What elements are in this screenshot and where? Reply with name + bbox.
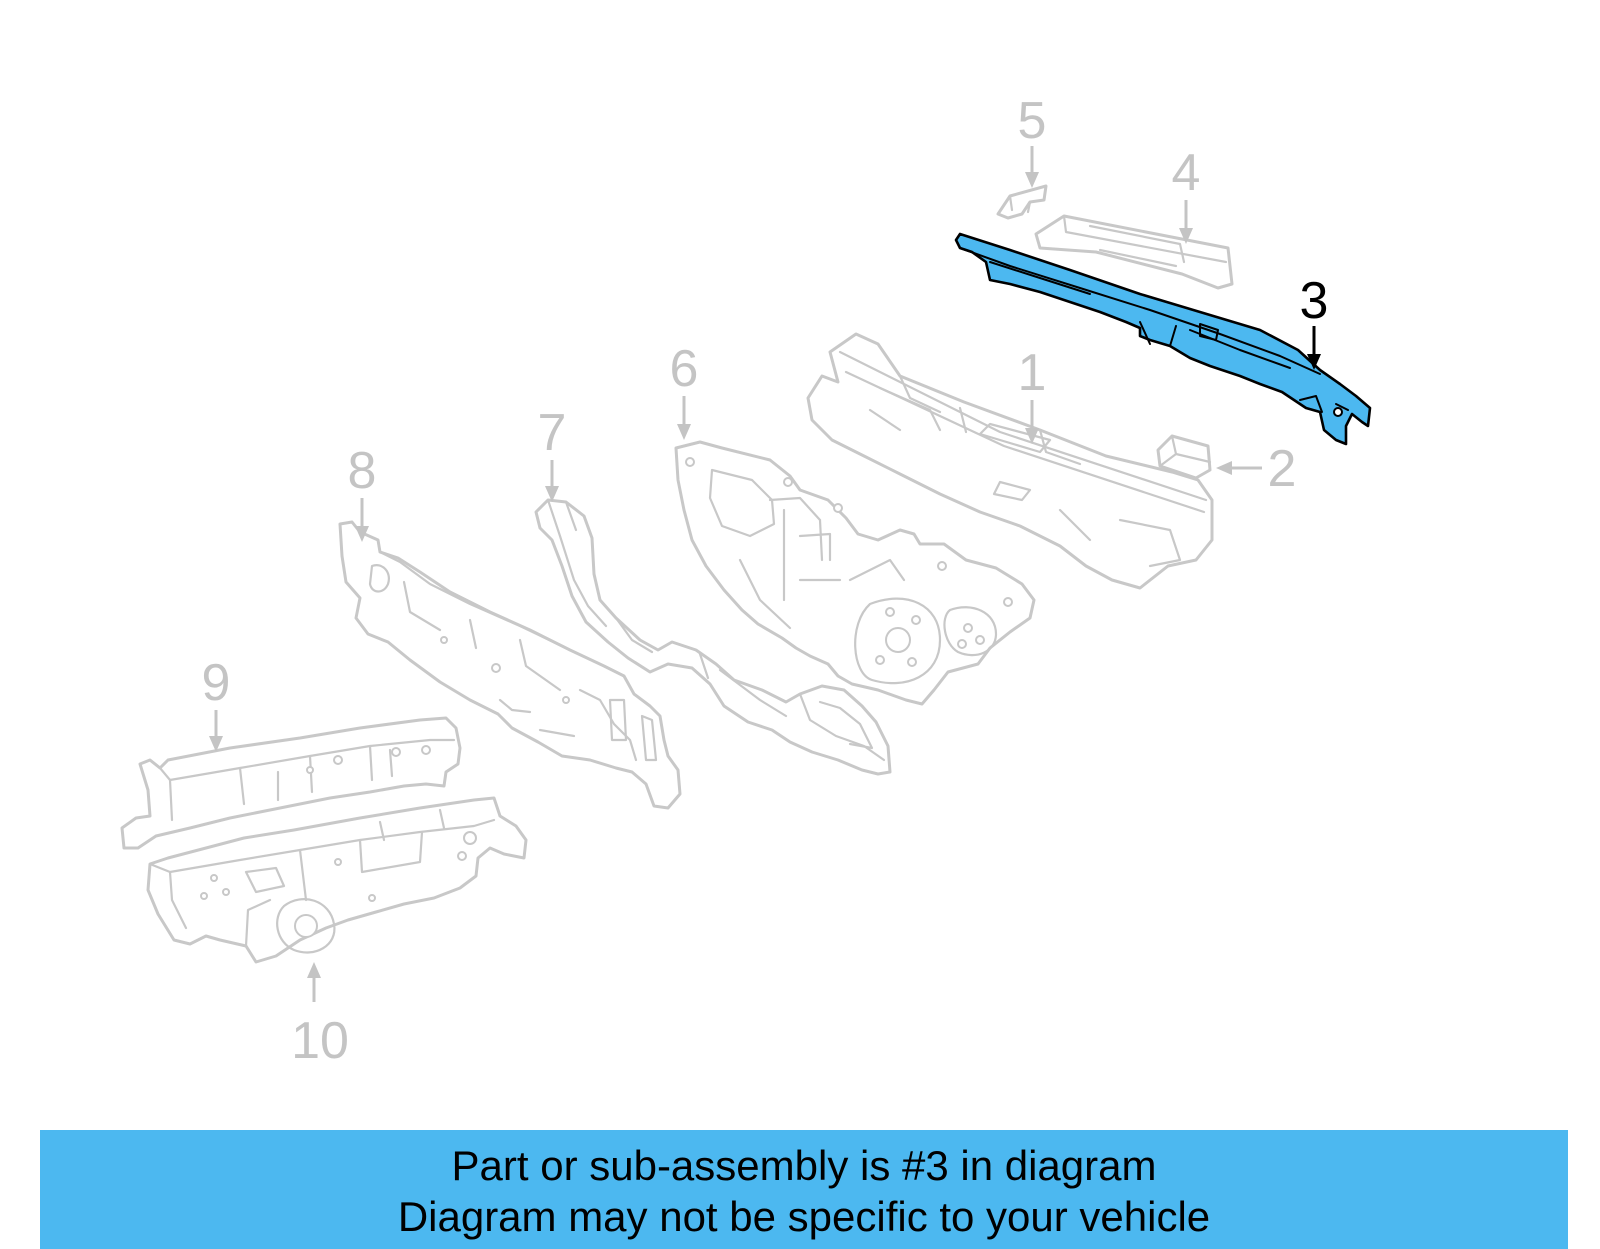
callout-5: 5: [1018, 92, 1047, 188]
callout-5-label: 5: [1018, 92, 1047, 150]
callout-6: 6: [670, 340, 699, 440]
part-9-cross-member: [120, 716, 462, 850]
part-5-bracket: [996, 184, 1048, 220]
callout-2-label: 2: [1268, 440, 1297, 498]
part-8-cowl-inner: [338, 520, 682, 810]
callout-2: 2: [1216, 440, 1296, 498]
callout-7-label: 7: [538, 404, 567, 462]
callout-7: 7: [538, 404, 567, 502]
part-4-reinforcement: [1034, 214, 1234, 290]
callout-1-label: 1: [1018, 344, 1047, 402]
callout-9-label: 9: [202, 654, 231, 712]
part-6-dash-insulator: [674, 440, 1036, 706]
callout-4-label: 4: [1172, 144, 1201, 202]
info-banner: Part or sub-assembly is #3 in diagram Di…: [40, 1130, 1568, 1249]
callout-9: 9: [202, 654, 231, 752]
banner-line-1: Part or sub-assembly is #3 in diagram: [451, 1142, 1157, 1189]
part-10-dash-panel: [146, 796, 528, 964]
callout-10-label: 10: [291, 1012, 349, 1070]
callout-3: 3: [1300, 272, 1329, 370]
callout-4: 4: [1172, 144, 1201, 244]
part-7-cowl-duct: [534, 498, 892, 776]
callout-8-label: 8: [348, 442, 377, 500]
part-3-cowl-vent-panel: [954, 232, 1372, 446]
part-1-cowl-panel: [806, 332, 1214, 590]
callout-10: 10: [291, 962, 349, 1070]
callout-6-label: 6: [670, 340, 699, 398]
part-2-block: [1156, 434, 1212, 480]
callout-3-label: 3: [1300, 272, 1329, 330]
callout-1: 1: [1018, 344, 1047, 444]
banner-line-2: Diagram may not be specific to your vehi…: [397, 1193, 1211, 1240]
callout-8: 8: [348, 442, 377, 542]
